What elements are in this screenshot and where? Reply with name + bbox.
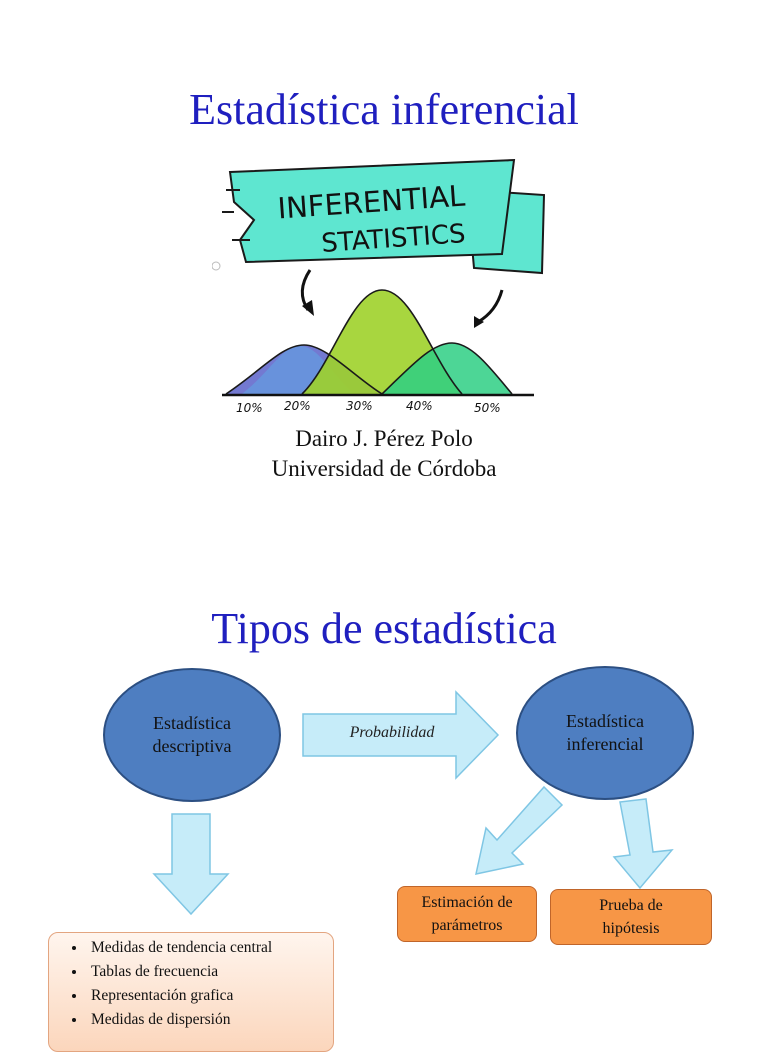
descriptiva-line1: Estadística: [153, 712, 231, 733]
slide-1-title: Estadística inferencial: [189, 85, 579, 134]
probabilidad-arrow: [302, 690, 500, 780]
inferential-statistics-illustration: INFERENTIAL STATISTICS 10% 20% 30% 40% 5…: [212, 158, 546, 415]
probabilidad-label: Probabilidad: [349, 724, 435, 741]
inferencial-line1: Estadística: [566, 710, 644, 731]
flow-arrows: [152, 690, 674, 916]
right-arrowhead: [474, 316, 484, 328]
arrow-to-prueba: [612, 798, 674, 890]
prueba-line1: Prueba de: [599, 896, 663, 914]
small-circle-mark: [212, 261, 221, 271]
estadistica-descriptiva-node: Estadística descriptiva: [103, 668, 281, 802]
list-item: Medidas de tendencia central: [87, 936, 333, 960]
banner-sketch-lines: [222, 189, 250, 241]
axis-label-30: 30%: [346, 399, 373, 413]
axis-label-10: 10%: [236, 401, 263, 415]
prueba-line2: hipótesis: [602, 920, 660, 937]
university-name: Universidad de Córdoba: [271, 456, 497, 481]
descriptiva-topics-list: Medidas de tendencia central Tablas de f…: [48, 932, 334, 1052]
author-name: Dairo J. Pérez Polo: [295, 426, 473, 451]
axis-label-50: 50%: [474, 401, 501, 415]
list-item: Medidas de dispersión: [87, 1008, 333, 1032]
slide-1: Estadística inferencial INFERENTIAL STAT…: [0, 0, 768, 512]
axis-label-20: 20%: [284, 399, 311, 413]
list-item: Representación grafica: [87, 984, 333, 1008]
down-arrow-descriptiva: [152, 813, 230, 916]
banner-ribbon: [228, 158, 516, 264]
axis-label-40: 40%: [406, 399, 433, 413]
estimacion-line2: parámetros: [431, 917, 503, 934]
right-arrow-icon: [477, 289, 504, 324]
inferencial-line2: inferencial: [566, 734, 644, 754]
estimacion-line1: Estimación de: [421, 893, 513, 911]
slide-2: Tipos de estadística Estadística descrip…: [0, 512, 768, 1052]
list-item: Tablas de frecuencia: [87, 960, 333, 984]
slide-2-title: Tipos de estadística: [211, 604, 557, 653]
left-arrowhead: [302, 300, 314, 316]
curve-outlines: [225, 289, 513, 395]
descriptiva-line2: descriptiva: [152, 736, 232, 756]
prueba-hipotesis-box: Prueba de hipótesis: [550, 889, 712, 945]
estadistica-inferencial-node: Estadística inferencial: [516, 666, 694, 800]
arrow-to-estimacion: [475, 785, 564, 875]
teal-curve: [382, 343, 512, 394]
axis-labels: 10% 20% 30% 40% 50%: [236, 399, 501, 415]
estimacion-parametros-box: Estimación de parámetros: [397, 886, 537, 942]
